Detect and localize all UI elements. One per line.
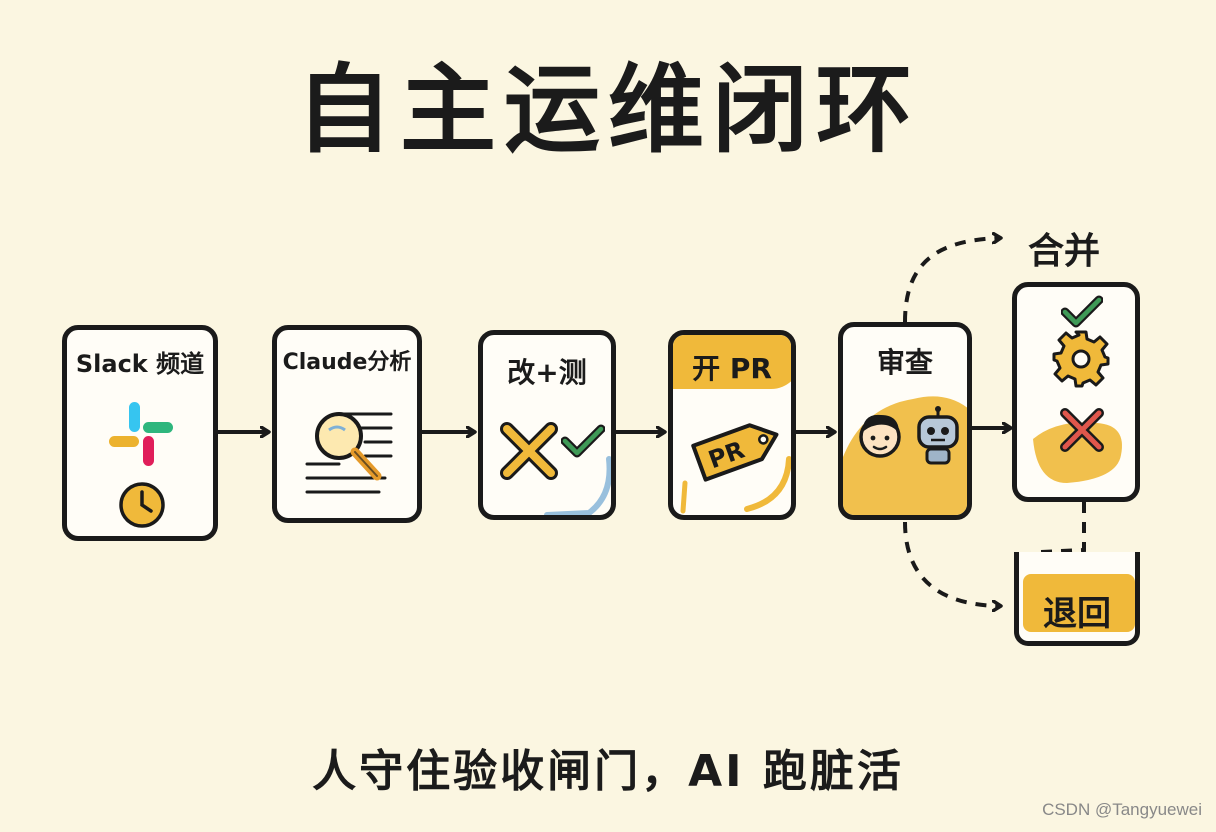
reject-highlight <box>1023 574 1135 632</box>
decision-highlight <box>1033 422 1122 483</box>
merge-label: 合并 <box>1028 231 1101 272</box>
check-icon <box>1061 295 1103 328</box>
reject-label: 退回 <box>1043 594 1111 634</box>
pr-tag-icon: PR <box>691 423 779 482</box>
reject-box: 退回 <box>1014 552 1140 646</box>
robot-icon <box>917 406 959 465</box>
gear-icon <box>1052 330 1110 388</box>
wrench-cross-icon <box>500 422 558 480</box>
step-label: 审查 <box>876 346 933 379</box>
arrow-merge-dashed <box>903 238 1000 323</box>
label-highlight <box>673 335 791 389</box>
footer-slogan: 人守住验收闸门，AI 跑脏活 <box>312 746 904 797</box>
step-label: 开 PR <box>692 352 772 385</box>
step-label: 改+测 <box>507 356 587 389</box>
step-slack: Slack 频道 <box>62 325 218 541</box>
slack-icon <box>109 402 173 466</box>
step-label: Slack 频道 <box>75 350 205 378</box>
step-claude: Claude分析 <box>272 325 422 523</box>
watermark: CSDN @Tangyuewei <box>1042 800 1202 819</box>
cross-icon <box>1060 408 1104 452</box>
arrow-reject-dashed <box>903 521 1000 606</box>
page-title: 自主运维闭环 <box>296 54 920 166</box>
clock-icon <box>119 482 165 528</box>
person-icon <box>859 414 901 458</box>
blue-accent-stroke <box>544 456 611 515</box>
step-label: Claude分析 <box>282 350 412 375</box>
check-icon <box>561 424 605 458</box>
step-decision <box>1012 282 1140 502</box>
yellow-accent-stroke <box>680 456 791 514</box>
step-review: 审查 <box>838 322 972 520</box>
step-open-pr: 开 PR PR <box>668 330 796 520</box>
step-fix-and-test: 改+测 <box>478 330 616 520</box>
connector-6-reject-dashed <box>1039 502 1086 554</box>
document-magnifier-icon <box>305 412 393 494</box>
